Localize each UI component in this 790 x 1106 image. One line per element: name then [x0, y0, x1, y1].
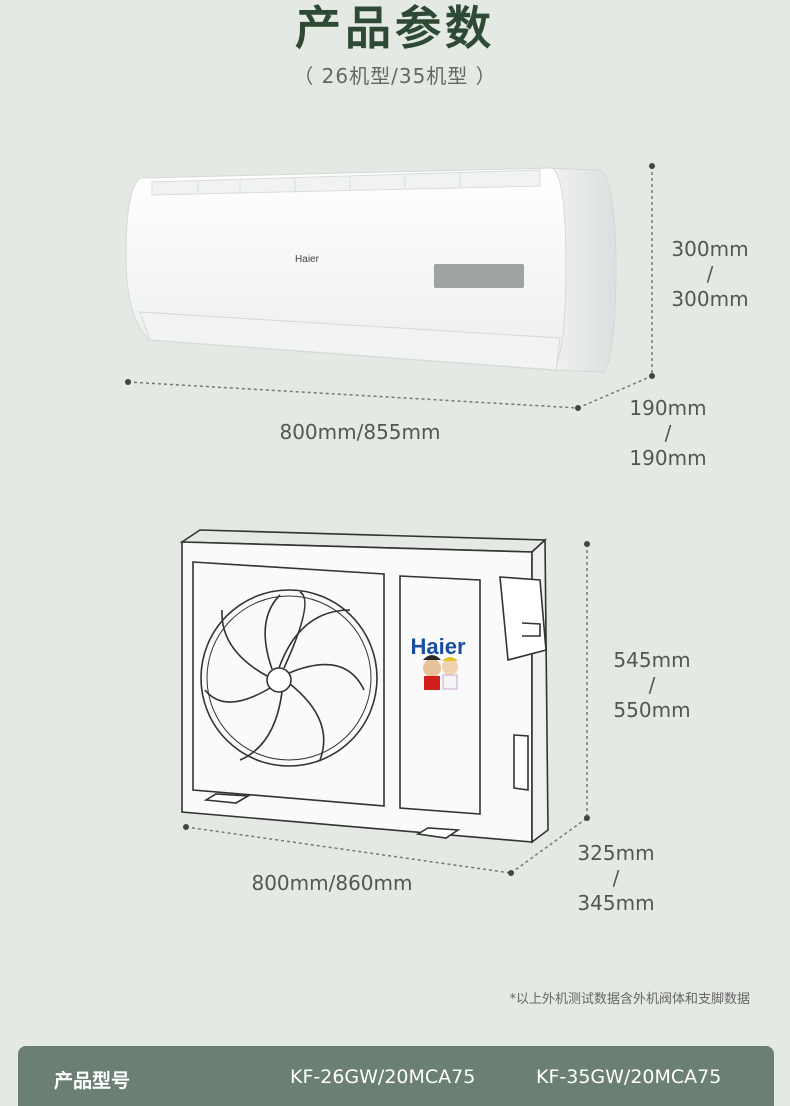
page-title: 产品参数: [295, 1, 495, 55]
model-label: 产品型号: [54, 1070, 131, 1092]
footnote: *以上外机测试数据含外机阀体和支脚数据: [509, 992, 750, 1007]
outdoor-dimension-points: [183, 541, 590, 876]
outdoor-dimension-lines: [185, 544, 588, 874]
indoor-brand-logo: Haier: [295, 254, 320, 265]
mascot-icon: [423, 655, 458, 690]
spec-table-header: 产品型号 KF-26GW/20MCA75 KF-35GW/20MCA75: [18, 1046, 774, 1106]
model-35: KF-35GW/20MCA75: [536, 1066, 722, 1088]
outdoor-brand-logo: Haier: [410, 634, 465, 659]
outdoor-height-label: 545mm / 550mm: [613, 648, 691, 722]
outdoor-width-label: 800mm/860mm: [251, 871, 413, 895]
indoor-width-label: 800mm/855mm: [279, 420, 441, 444]
indoor-depth-label: 190mm / 190mm: [629, 396, 707, 470]
indoor-unit-image: [125, 167, 617, 373]
outdoor-unit-image: [179, 529, 549, 844]
page-subtitle: （ 26机型/35机型 ）: [293, 64, 497, 88]
indoor-dimension-points: [125, 163, 655, 411]
model-26: KF-26GW/20MCA75: [290, 1066, 476, 1088]
outdoor-depth-label: 325mm / 345mm: [577, 841, 655, 915]
indoor-height-label: 300mm / 300mm: [671, 237, 749, 311]
indoor-dimension-lines: [127, 166, 653, 409]
